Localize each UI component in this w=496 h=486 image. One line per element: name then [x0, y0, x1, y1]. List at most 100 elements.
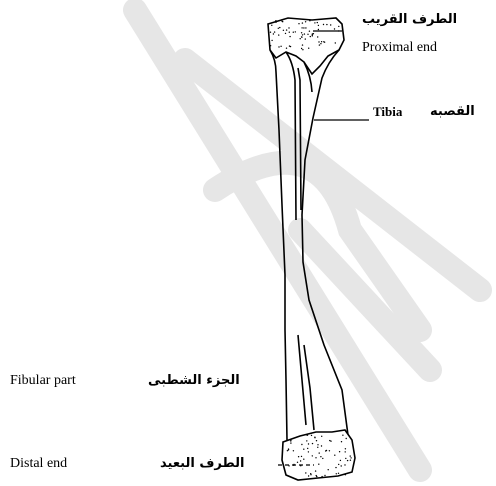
stipple-dot: [319, 44, 320, 45]
stipple-dot: [312, 35, 313, 36]
stipple-dot: [293, 450, 294, 451]
stipple-dot: [334, 28, 335, 29]
stipple-dot: [310, 473, 311, 474]
stipple-dot: [306, 440, 307, 441]
stipple-dot: [321, 476, 322, 477]
stipple-dot: [342, 435, 343, 436]
stipple-dot: [312, 455, 313, 456]
stipple-dot: [309, 20, 310, 21]
stipple-dot: [305, 38, 306, 39]
stipple-dot: [270, 32, 271, 33]
stipple-dot: [278, 46, 279, 47]
stipple-dot: [288, 448, 289, 449]
fibular-label-ar: الجزء الشطبى: [148, 373, 240, 388]
stipple-dot: [345, 458, 346, 459]
stipple-dot: [302, 34, 303, 35]
stipple-dot: [320, 456, 321, 457]
stipple-dot: [308, 451, 309, 452]
watermark: [135, 10, 480, 470]
stipple-dot: [340, 460, 341, 461]
stipple-dot: [273, 33, 274, 34]
stipple-dot: [270, 45, 271, 46]
stipple-dot: [311, 435, 312, 436]
stipple-dot: [305, 27, 306, 28]
stipple-dot: [315, 457, 316, 458]
stipple-dot: [300, 460, 301, 461]
stipple-dot: [301, 27, 302, 28]
stipple-dot: [326, 450, 327, 451]
stipple-dot: [298, 456, 299, 457]
stipple-dot: [329, 440, 330, 441]
stipple-dot: [275, 22, 276, 23]
stipple-dot: [295, 31, 296, 32]
stipple-dot: [301, 48, 302, 49]
stipple-dot: [271, 40, 272, 41]
stipple-dot: [316, 476, 317, 477]
stipple-dot: [323, 24, 324, 25]
stipple-dot: [303, 459, 304, 460]
stipple-dot: [278, 34, 279, 35]
stipple-dot: [318, 25, 319, 26]
stipple-dot: [350, 455, 351, 456]
stipple-dot: [308, 443, 309, 444]
stipple-dot: [289, 45, 290, 46]
stipple-dot: [274, 31, 275, 32]
stipple-dot: [281, 19, 282, 20]
stipple-dot: [302, 44, 303, 45]
stipple-dot: [322, 458, 323, 459]
stipple-dot: [297, 462, 298, 463]
stipple-dot: [350, 457, 351, 458]
stipple-dot: [288, 27, 289, 28]
stipple-dot: [347, 460, 348, 461]
stipple-dot: [336, 473, 337, 474]
stipple-dot: [319, 452, 320, 453]
stipple-dot: [320, 43, 321, 44]
stipple-dot: [286, 48, 287, 49]
stipple-dot: [301, 444, 302, 445]
stipple-dot: [308, 48, 309, 49]
stipple-dot: [300, 38, 301, 39]
stipple-dot: [315, 470, 316, 471]
fibular-label-en: Fibular part: [10, 373, 76, 389]
stipple-dot: [341, 441, 342, 442]
stipple-dot: [339, 451, 340, 452]
stipple-dot: [303, 27, 304, 28]
stipple-dot: [290, 442, 291, 443]
stipple-dot: [338, 464, 339, 465]
stipple-dot: [301, 32, 302, 33]
stipple-dot: [335, 467, 336, 468]
stipple-dot: [289, 32, 290, 33]
stipple-dot: [285, 33, 286, 34]
stipple-dot: [312, 443, 313, 444]
stipple-dot: [324, 475, 325, 476]
stipple-dot: [317, 22, 318, 23]
stipple-dot: [283, 30, 284, 31]
stipple-dot: [326, 24, 327, 25]
stipple-dot: [317, 444, 318, 445]
stipple-dot: [307, 435, 308, 436]
stipple-dot: [346, 438, 347, 439]
stipple-dot: [345, 448, 346, 449]
stipple-dot: [341, 465, 342, 466]
stipple-dot: [305, 472, 306, 473]
stipple-dot: [350, 460, 351, 461]
stipple-dot: [281, 21, 282, 22]
proximal-label-en: Proximal end: [362, 40, 437, 56]
tibia-label-ar: القصبه: [430, 104, 475, 119]
stipple-dot: [323, 41, 324, 42]
stipple-dot: [344, 464, 345, 465]
tibia-label-en: Tibia: [373, 104, 402, 120]
stipple-dot: [271, 25, 272, 26]
stipple-dot: [318, 464, 319, 465]
stipple-dot: [286, 29, 287, 30]
distal-label-ar: الطرف البعيد: [160, 456, 245, 471]
stipple-dot: [298, 23, 299, 24]
stipple-dot: [318, 29, 319, 30]
stipple-dot: [321, 41, 322, 42]
stipple-dot: [328, 469, 329, 470]
stipple-dot: [318, 41, 319, 42]
stipple-dot: [334, 455, 335, 456]
stipple-dot: [317, 447, 318, 448]
stipple-dot: [314, 22, 315, 23]
stipple-dot: [301, 36, 302, 37]
